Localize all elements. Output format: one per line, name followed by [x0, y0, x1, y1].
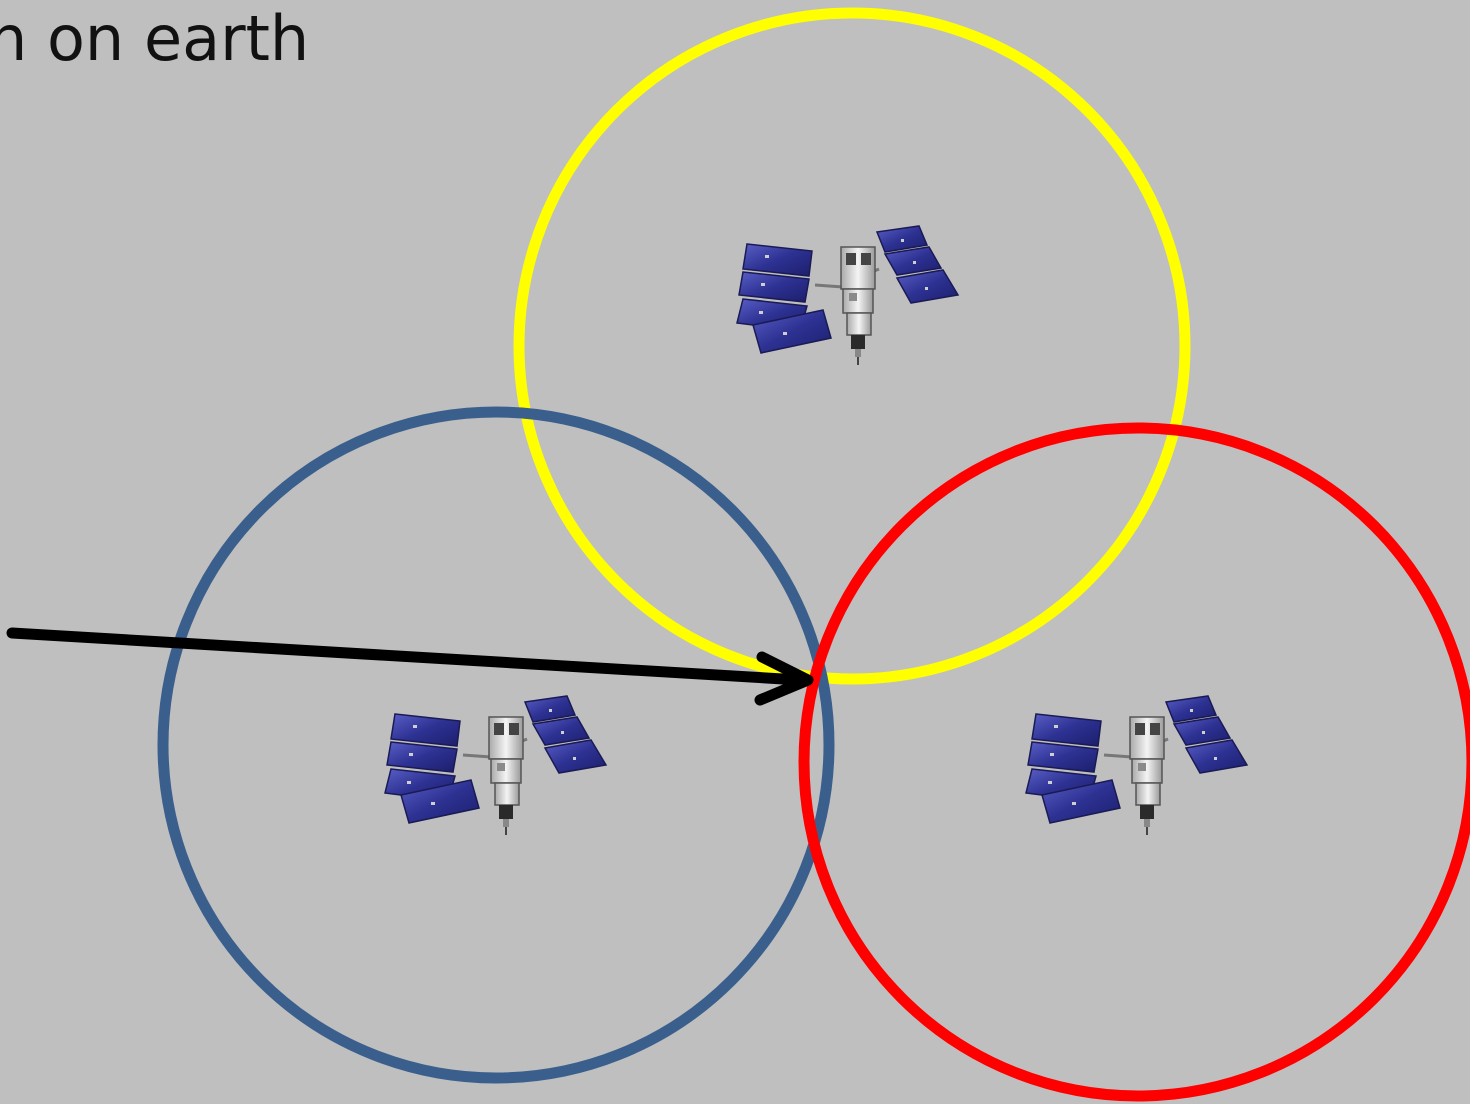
- satellite-icon: [1026, 696, 1247, 835]
- arrow-icon: [12, 633, 808, 700]
- satellite-icon: [737, 226, 958, 365]
- satellite-icon: [385, 696, 606, 835]
